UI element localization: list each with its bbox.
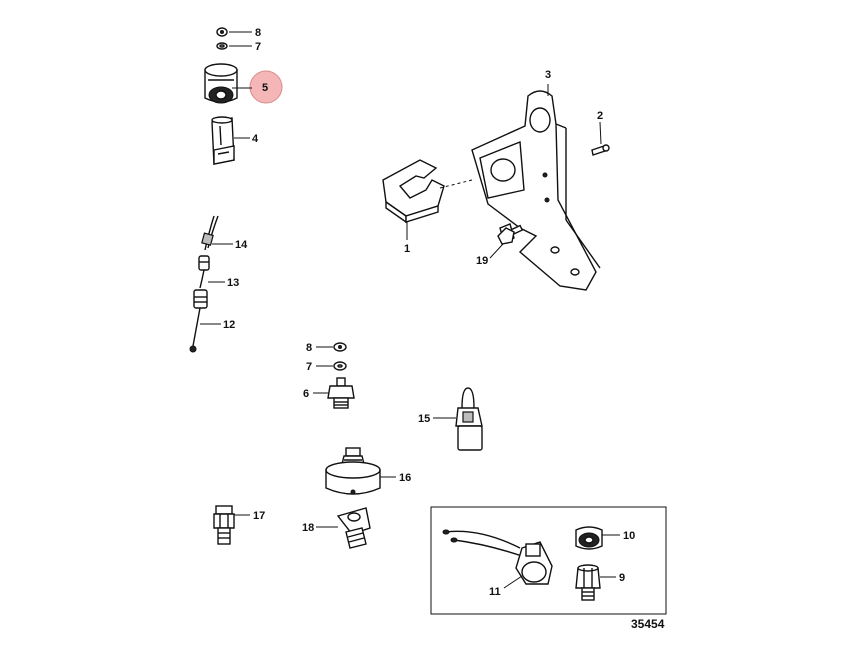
callout-8-top: 8 (255, 27, 261, 39)
part-17-fitting[interactable] (213, 505, 235, 545)
callout-17: 17 (253, 510, 265, 522)
callout-1: 1 (404, 243, 410, 255)
callout-3: 3 (545, 69, 551, 81)
part-12-lead[interactable] (189, 289, 208, 353)
part-15-connector[interactable] (455, 387, 483, 451)
callout-15: 15 (418, 413, 430, 425)
part-19-bolt[interactable] (497, 223, 524, 245)
part-8-nut-mid[interactable] (333, 342, 347, 352)
callout-8-mid: 8 (306, 342, 312, 354)
part-7-washer-mid[interactable] (333, 361, 347, 371)
part-18-elbow[interactable] (336, 507, 371, 549)
part-3-bracket[interactable] (471, 90, 601, 291)
callout-6: 6 (303, 388, 309, 400)
highlight-callout-5 (249, 70, 283, 104)
part-6-sender[interactable] (327, 377, 355, 409)
part-4-sleeve[interactable] (211, 116, 235, 165)
callout-2: 2 (597, 110, 603, 122)
callout-7-mid: 7 (306, 361, 312, 373)
callout-9: 9 (619, 572, 625, 584)
part-5-sensor[interactable] (204, 63, 238, 104)
part-10-sensor[interactable] (575, 526, 603, 550)
callout-4: 4 (252, 133, 259, 145)
callout-16: 16 (399, 472, 411, 484)
part-9-adapter[interactable] (575, 564, 601, 601)
callout-5: 5 (262, 82, 268, 94)
part-8-nut-top[interactable] (216, 27, 228, 37)
callout-7-top: 7 (255, 41, 261, 53)
part-11-harness[interactable] (442, 529, 553, 585)
callout-10: 10 (623, 530, 635, 542)
part-1-clamp[interactable] (382, 159, 445, 224)
callout-19: 19 (476, 255, 488, 267)
part-16-knock-sensor[interactable] (325, 447, 381, 495)
part-2-screw[interactable] (591, 144, 610, 156)
kit-box (430, 506, 667, 615)
callout-14: 14 (235, 239, 248, 251)
callout-12: 12 (223, 319, 235, 331)
figure-number: 35454 (631, 617, 665, 631)
part-13-connector[interactable] (198, 255, 210, 289)
callout-13: 13 (227, 277, 239, 289)
part-7-washer-top[interactable] (216, 42, 228, 50)
part-14-wire[interactable] (201, 215, 219, 251)
callout-18: 18 (302, 522, 314, 534)
callout-11: 11 (489, 586, 501, 598)
